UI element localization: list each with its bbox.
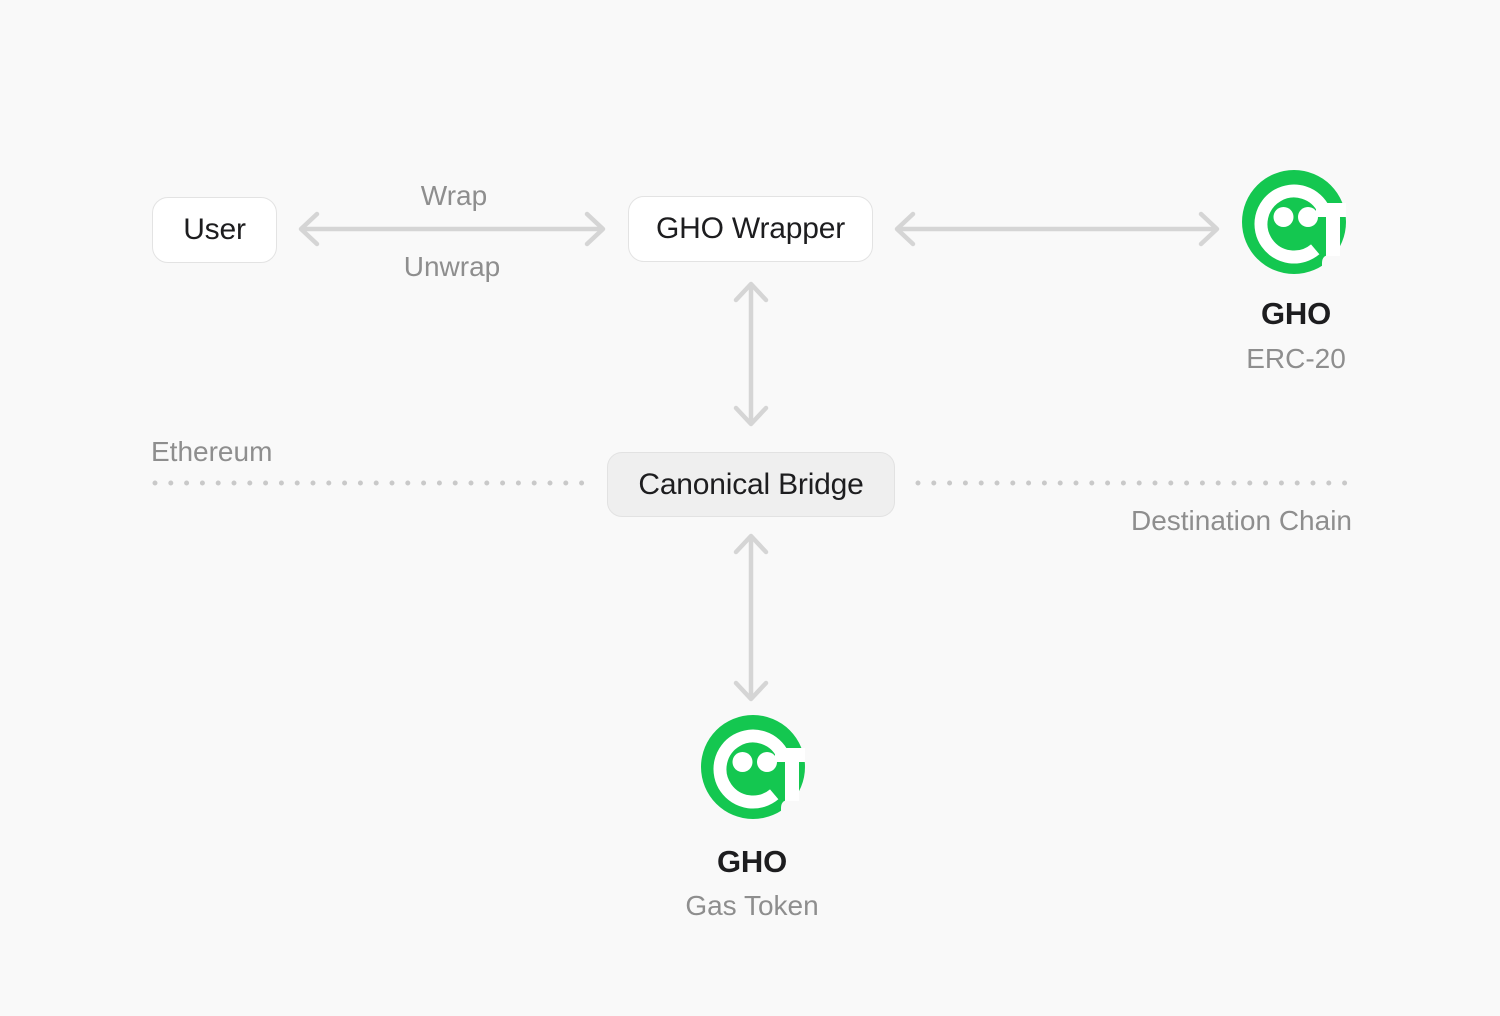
user-wrapper-double-arrow xyxy=(298,211,606,247)
ethereum-region-label: Ethereum xyxy=(151,436,273,467)
canonical-bridge-node-label: Canonical Bridge xyxy=(638,467,864,501)
unwrap-edge-label: Unwrap xyxy=(403,251,501,282)
gho-wrapper-node: GHO Wrapper xyxy=(628,196,873,262)
user-node: User xyxy=(152,197,277,263)
gho-smiley-logo-icon xyxy=(1242,170,1346,274)
destination-chain-region-label: Destination Chain xyxy=(1130,505,1352,536)
wrapper-bridge-double-arrow xyxy=(733,281,769,427)
bridge-gho-gas-double-arrow xyxy=(733,533,769,702)
gho-erc20-subtitle: ERC-20 xyxy=(1246,343,1346,374)
gho-gas-subtitle: Gas Token xyxy=(685,890,819,921)
user-node-label: User xyxy=(183,213,246,246)
canonical-bridge-node: Canonical Bridge xyxy=(607,452,895,517)
gho-erc20-title: GHO xyxy=(1260,296,1332,331)
gho-gas-title: GHO xyxy=(716,844,788,879)
gho-wrapper-node-label: GHO Wrapper xyxy=(656,212,845,245)
gho-smiley-logo-icon xyxy=(701,715,805,819)
wrap-edge-label: Wrap xyxy=(420,180,488,211)
wrapper-gho-erc20-double-arrow xyxy=(894,211,1220,247)
